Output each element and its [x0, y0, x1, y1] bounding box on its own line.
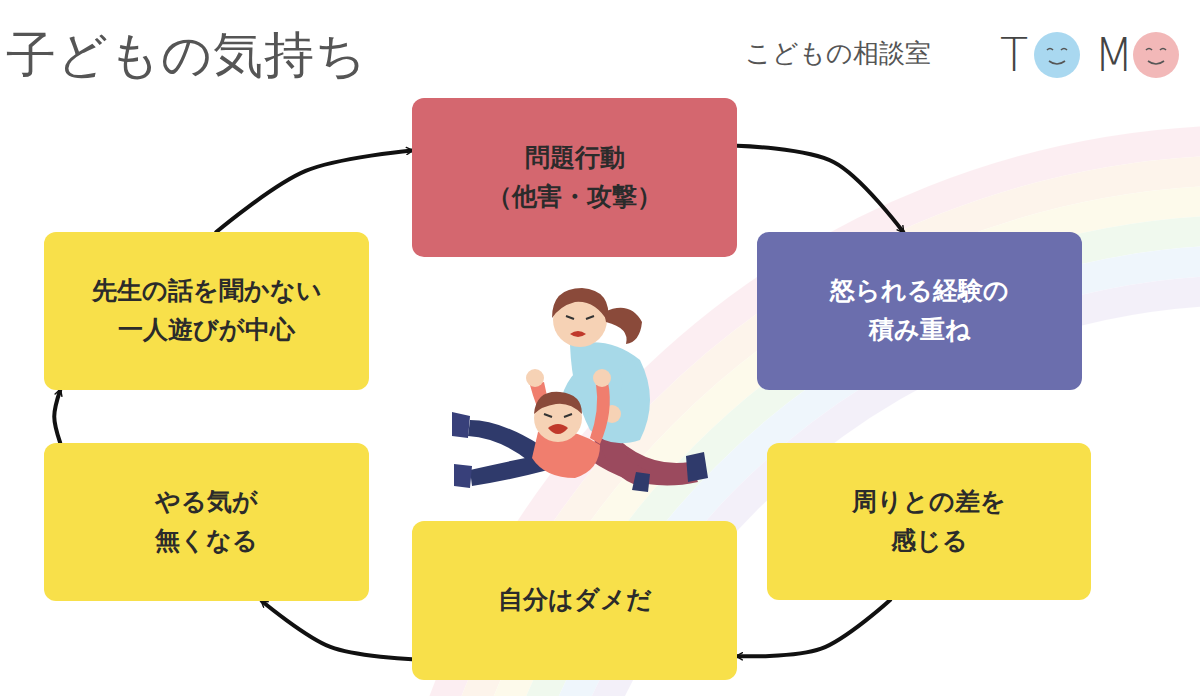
logo-letter: M [1094, 28, 1134, 82]
logo-letter: T [1000, 28, 1028, 82]
node-text: 怒られる経験の 積み重ね [830, 272, 1009, 350]
process-box: 周りとの差を 感じる [767, 443, 1091, 600]
node-text: 自分はダメだ [498, 581, 652, 620]
node-text: 先生の話を聞かない 一人遊びが中心 [92, 272, 322, 350]
flow-arrow [262, 601, 412, 659]
flow-arrow [216, 150, 412, 232]
process-box: 怒られる経験の 積み重ね [757, 232, 1082, 390]
flow-arrow [737, 600, 890, 656]
flow-arrow [54, 390, 60, 443]
scolding-illustration [452, 288, 708, 492]
flow-arrow [737, 146, 903, 232]
process-box: やる気が 無くなる [44, 443, 369, 601]
diagram-title: 子どもの気持ち [6, 22, 367, 89]
node-text: 問題行動 （他害・攻撃） [483, 139, 666, 217]
process-box: 問題行動 （他害・攻撃） [412, 98, 737, 257]
node-text: 周りとの差を 感じる [852, 483, 1006, 561]
brand-name: こどもの相談室 [745, 36, 931, 71]
node-text: やる気が 無くなる [155, 483, 258, 561]
process-box: 先生の話を聞かない 一人遊びが中心 [44, 232, 369, 390]
process-box: 自分はダメだ [412, 521, 737, 680]
